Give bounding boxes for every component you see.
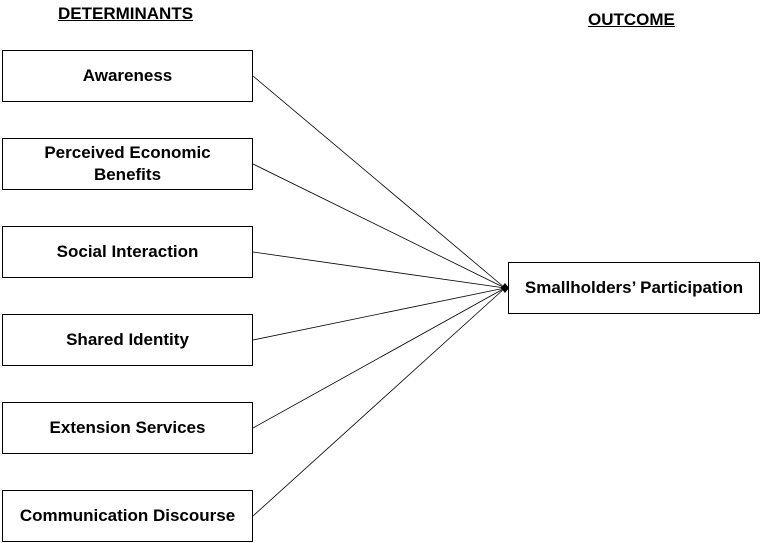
determinant-box-social-interaction: Social Interaction: [2, 226, 253, 278]
determinant-label: Social Interaction: [56, 242, 199, 261]
outcome-box: Smallholders’ Participation: [508, 262, 760, 314]
connector-awareness: [252, 75, 506, 289]
determinant-box-shared-identity: Shared Identity: [2, 314, 253, 366]
determinant-label: Extension Services: [49, 418, 206, 437]
connector-communication-discourse: [252, 287, 506, 517]
determinant-label: Communication Discourse: [19, 506, 236, 525]
connector-shared-identity: [252, 287, 506, 341]
determinant-label: Awareness: [82, 66, 173, 85]
determinants-heading: DETERMINANTS: [58, 4, 194, 23]
outcome-label: Smallholders’ Participation: [524, 278, 744, 297]
determinant-label: Perceived Economic Benefits: [44, 143, 211, 184]
determinant-box-extension-services: Extension Services: [2, 402, 253, 454]
determinant-box-communication-discourse: Communication Discourse: [2, 490, 253, 542]
determinant-box-awareness: Awareness: [2, 50, 253, 102]
connector-social-interaction: [252, 251, 506, 289]
arrowhead: [501, 283, 509, 293]
determinant-label: Shared Identity: [66, 330, 189, 349]
determinant-box-perceived-economic-benefits: Perceived Economic Benefits: [2, 138, 253, 190]
connector-extension-services: [252, 287, 506, 429]
outcome-heading: OUTCOME: [588, 10, 675, 29]
connector-perceived-economic-benefits: [252, 163, 506, 289]
